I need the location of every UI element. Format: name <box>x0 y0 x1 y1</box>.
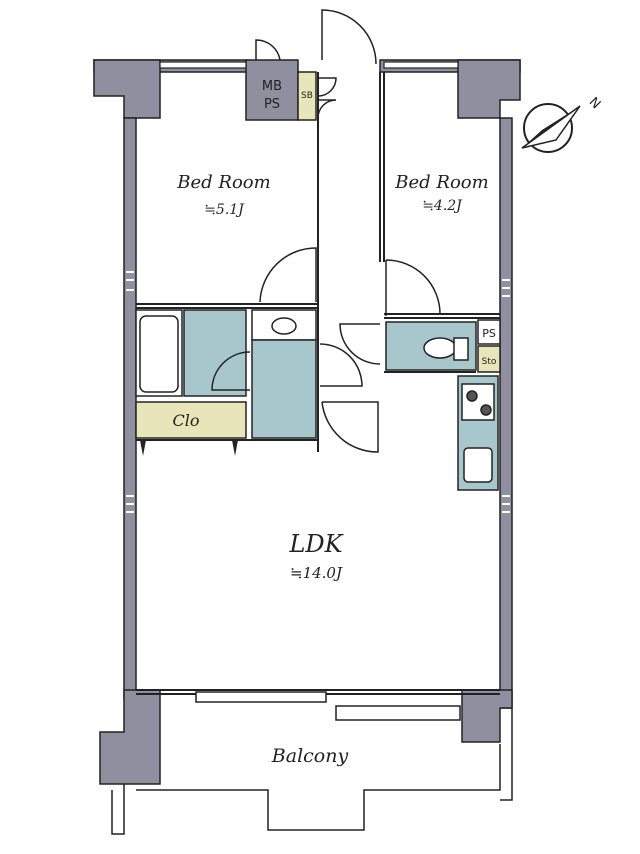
ps-label: PS <box>482 327 496 340</box>
outer-walls <box>93 59 521 785</box>
doors <box>211 9 441 453</box>
ldk-area: ≒14.0J <box>290 564 343 582</box>
mb-label-line1: MB <box>262 79 282 94</box>
wall-window-marks <box>126 271 510 513</box>
closet-label: Clo <box>173 411 200 430</box>
sto-label: Sto <box>482 357 497 367</box>
wet-areas <box>135 309 499 491</box>
mb-label-line2: PS <box>264 97 280 112</box>
bedroom-2-name: Bed Room <box>394 172 488 193</box>
windows-top <box>159 61 459 69</box>
closet-area <box>135 401 247 439</box>
compass-icon <box>521 103 581 153</box>
sb-label: SB <box>301 91 313 101</box>
bedroom-2-area: ≒4.2J <box>422 198 463 214</box>
balcony-outline <box>111 691 513 835</box>
compass-north-label: N <box>586 95 603 112</box>
utility-boxes <box>297 71 501 373</box>
bedroom-1-area: ≒5.1J <box>204 202 245 218</box>
ldk-name: LDK <box>288 530 344 558</box>
closet-door-marks <box>140 440 238 456</box>
bedroom-1-name: Bed Room <box>176 172 270 193</box>
balcony-label: Balcony <box>271 745 349 767</box>
